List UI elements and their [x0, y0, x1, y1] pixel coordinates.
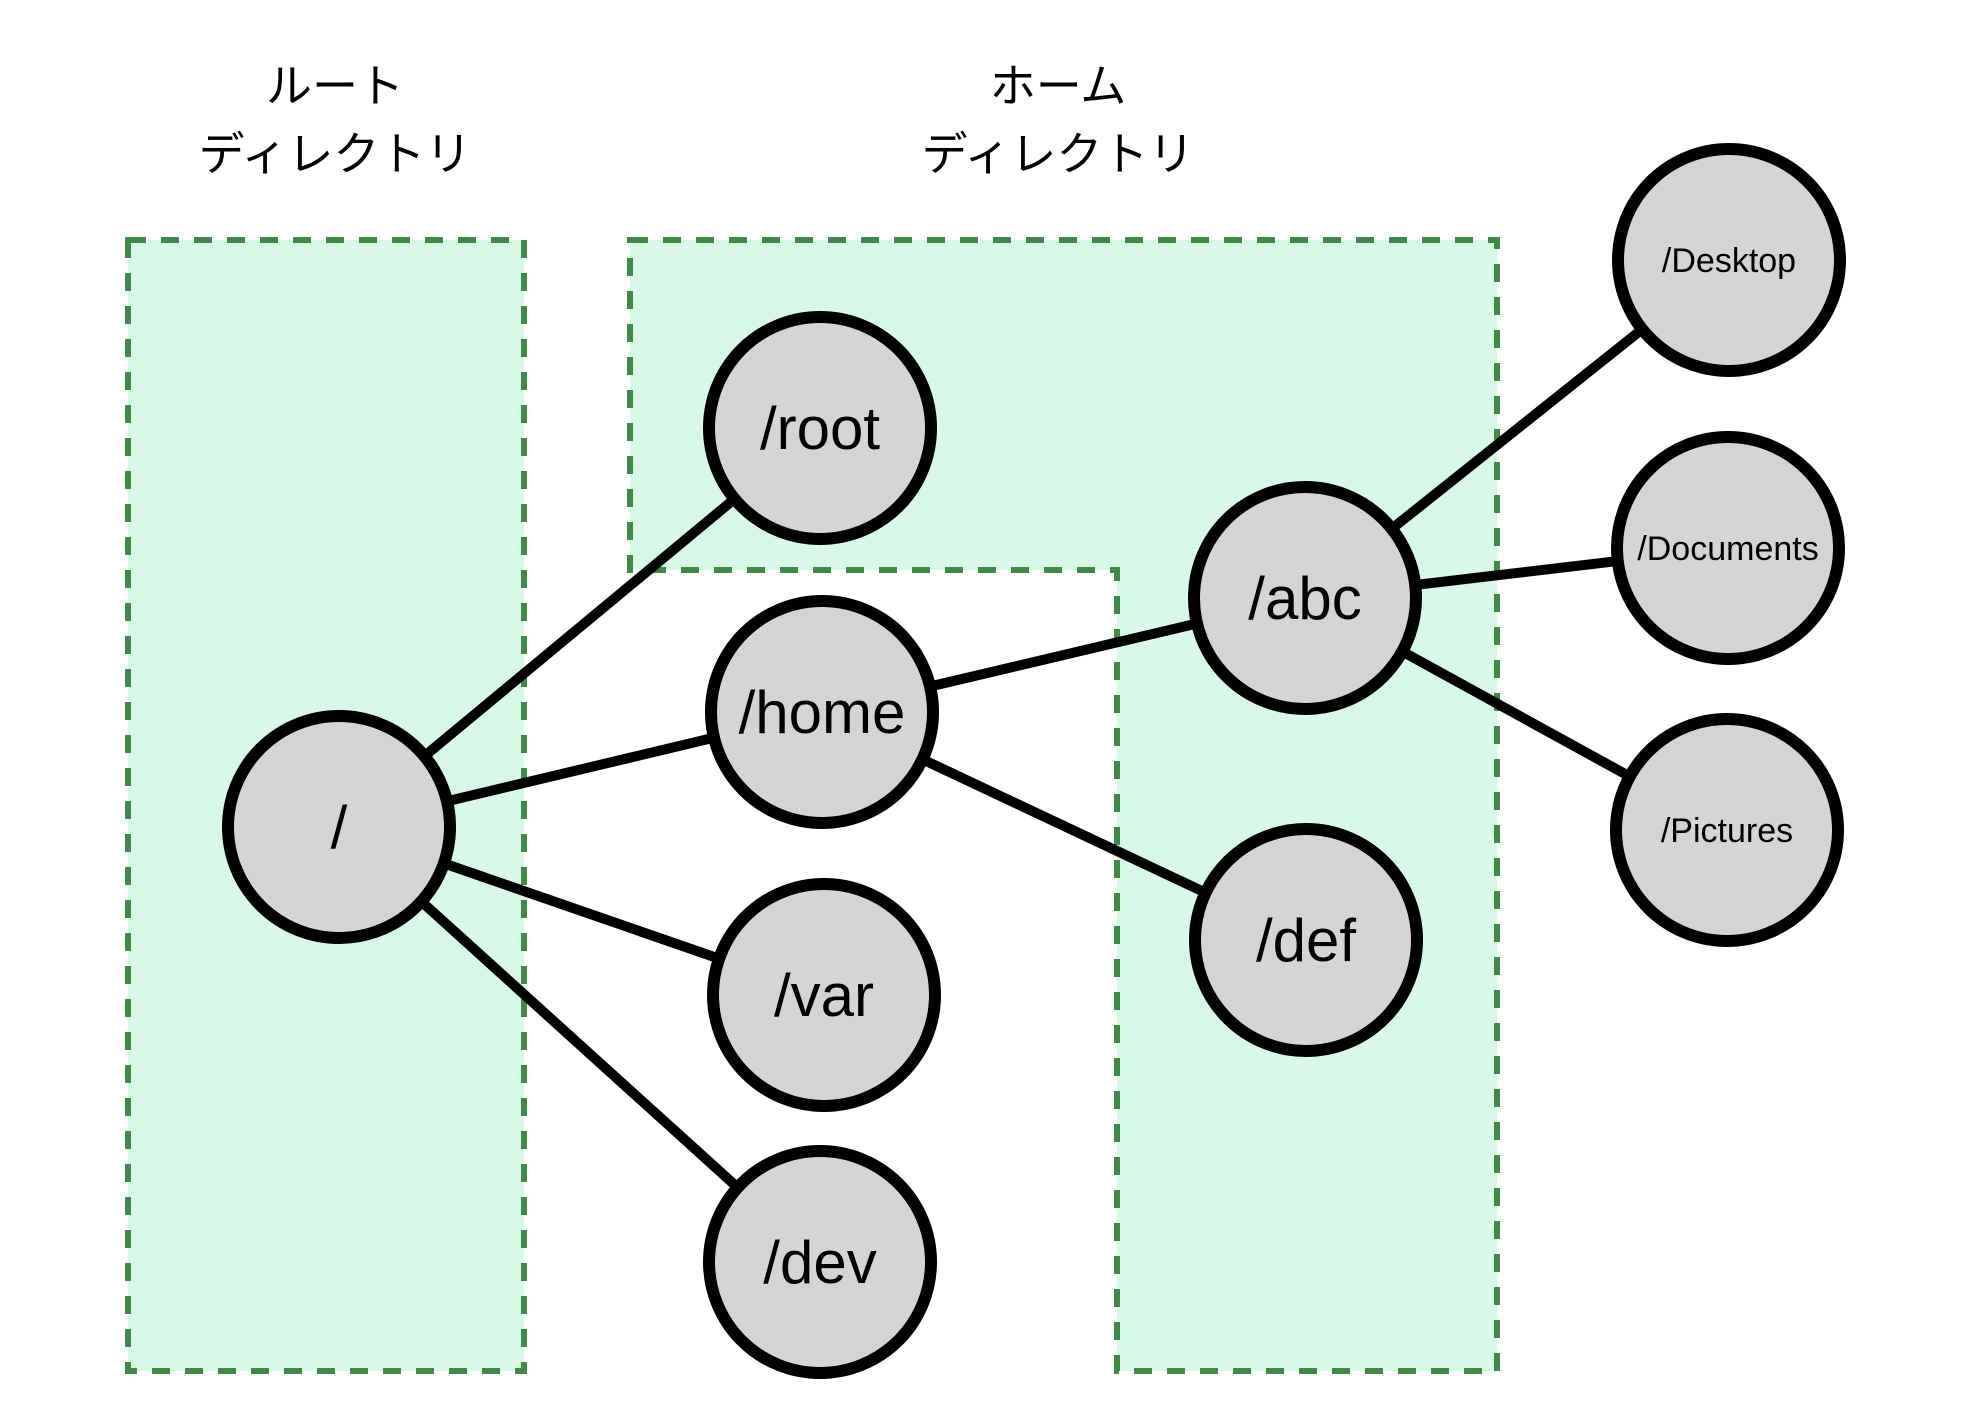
node-documents-label: /Documents: [1637, 530, 1818, 568]
node-slash-label: /: [331, 794, 348, 861]
node-home-label: /home: [739, 679, 906, 746]
node-slash: /: [222, 710, 456, 944]
node-dev: /dev: [703, 1145, 937, 1379]
node-dev-label: /dev: [763, 1229, 876, 1296]
node-root-circle: [703, 311, 937, 545]
node-slash-circle: [222, 710, 456, 944]
node-documents-circle: [1611, 431, 1845, 665]
node-def-circle: [1189, 823, 1423, 1057]
node-pictures: /Pictures: [1610, 713, 1844, 947]
node-abc: /abc: [1188, 481, 1422, 715]
node-def: /def: [1189, 823, 1423, 1057]
node-desktop: /Desktop: [1612, 143, 1846, 377]
node-var-label: /var: [774, 962, 874, 1029]
node-dev-circle: [703, 1145, 937, 1379]
node-root-label: /root: [760, 395, 880, 462]
node-pictures-label: /Pictures: [1661, 812, 1793, 850]
node-abc-label: /abc: [1248, 565, 1361, 632]
node-var: /var: [707, 878, 941, 1112]
home-region-label-line1: ホーム: [990, 60, 1127, 112]
node-desktop-label: /Desktop: [1662, 242, 1796, 280]
root-region-label-line1: ルート: [266, 60, 404, 112]
node-documents: /Documents: [1611, 431, 1845, 665]
node-desktop-circle: [1612, 143, 1846, 377]
home-region-label-line2: ディレクトリ: [922, 128, 1195, 180]
node-pictures-circle: [1610, 713, 1844, 947]
node-def-label: /def: [1256, 907, 1356, 974]
node-home: /home: [705, 595, 939, 829]
node-home-circle: [705, 595, 939, 829]
node-var-circle: [707, 878, 941, 1112]
node-root: /root: [703, 311, 937, 545]
root-region-label-line2: ディレクトリ: [199, 128, 472, 180]
node-abc-circle: [1188, 481, 1422, 715]
